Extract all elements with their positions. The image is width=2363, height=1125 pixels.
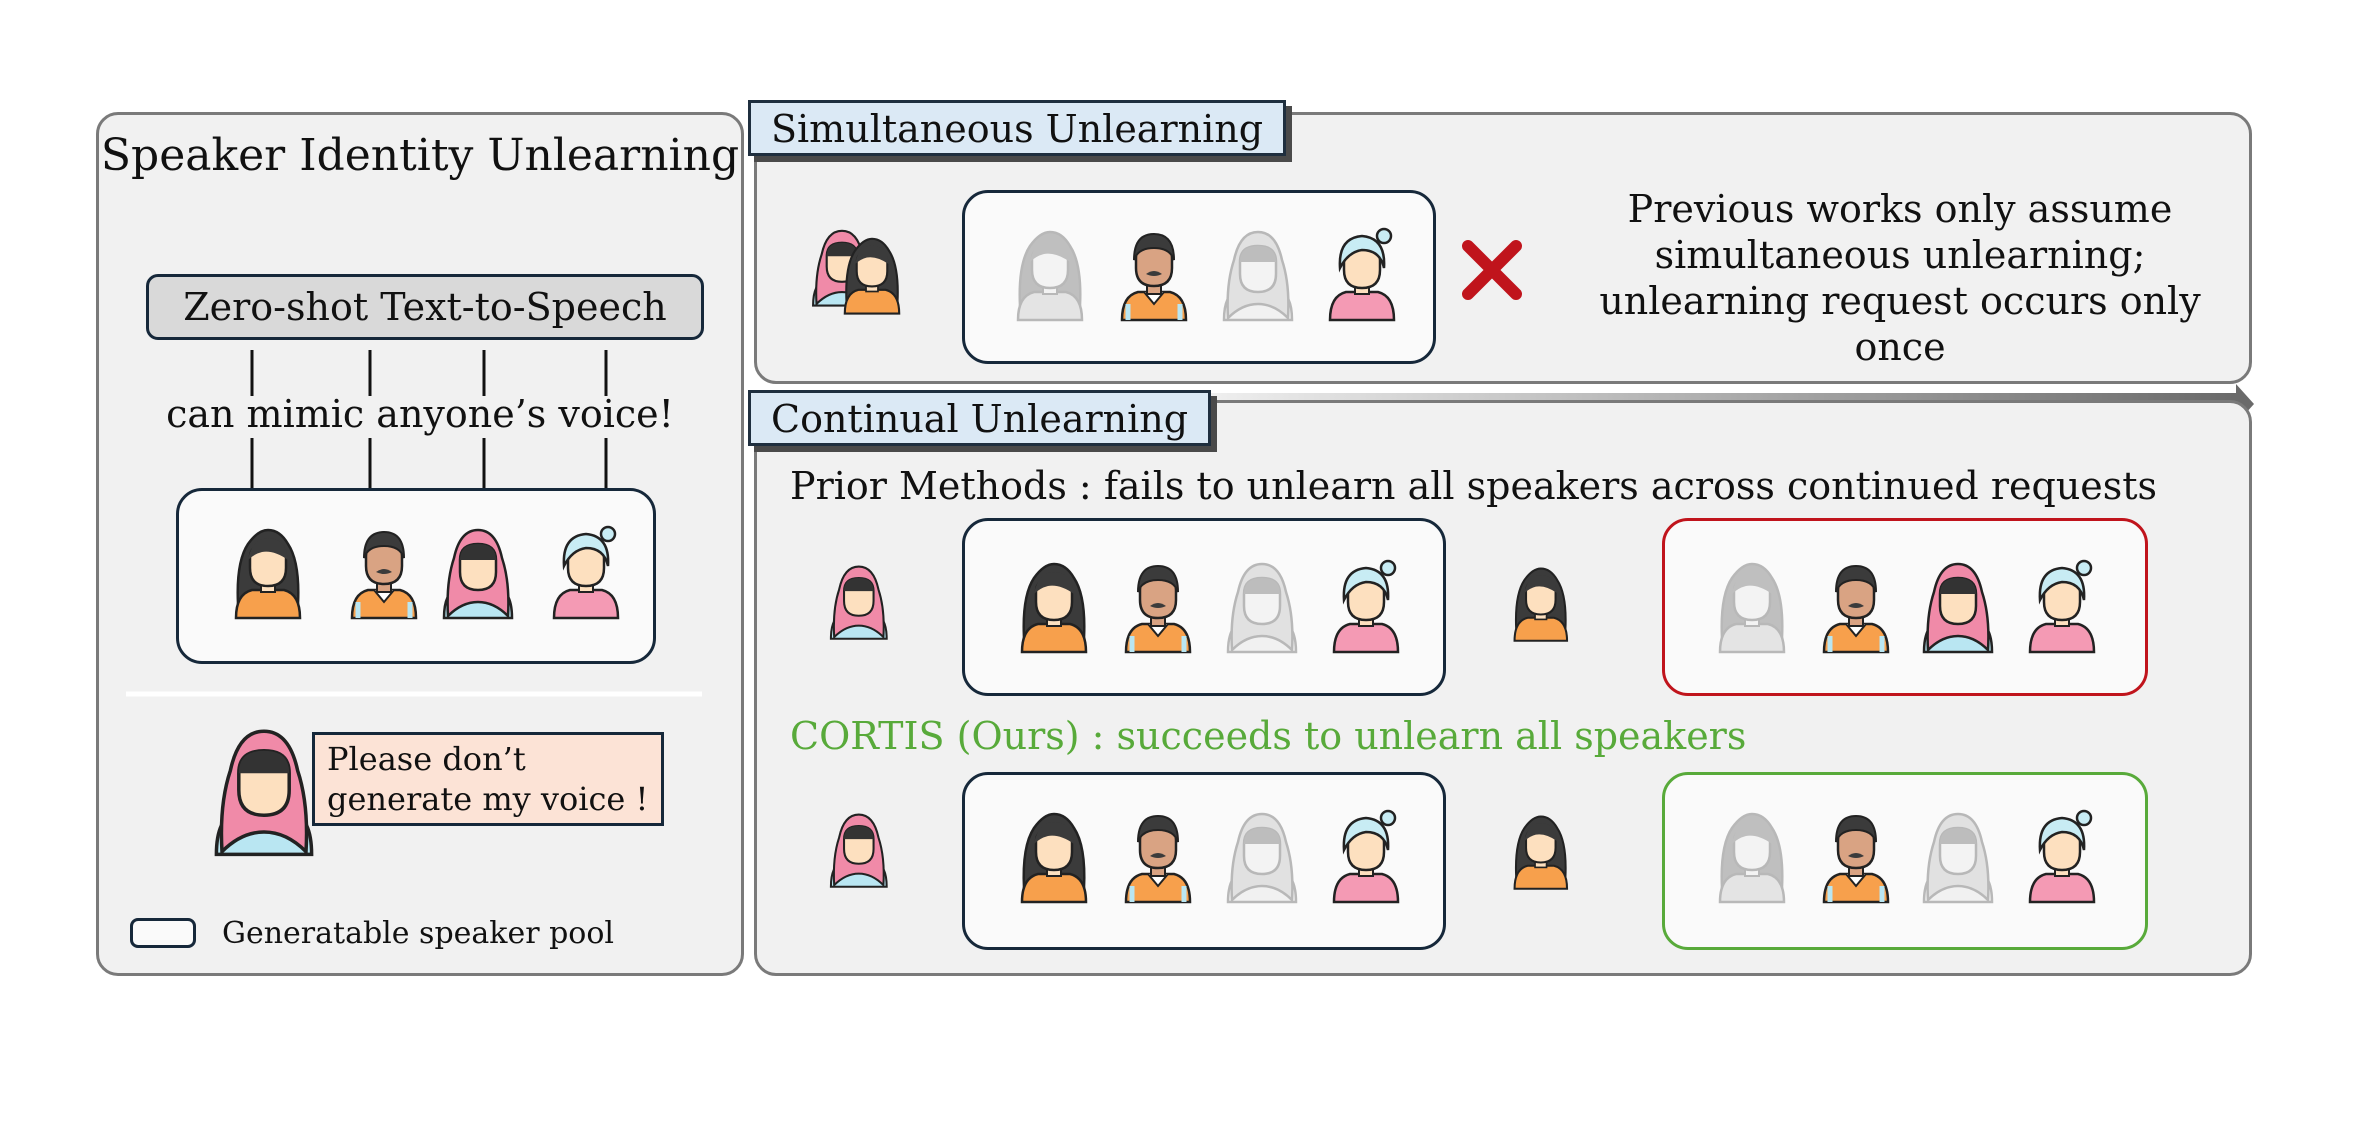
- hijab-speaker-icon: [1218, 224, 1298, 328]
- hijab-speaker-icon: [1918, 806, 1998, 910]
- unlearn-request-text: Please don’t generate my voice !: [327, 740, 649, 818]
- man-speaker-icon: [1118, 556, 1198, 660]
- woman-speaker-icon: [1712, 806, 1792, 910]
- girl-speaker-icon: [2022, 556, 2102, 660]
- simultaneous-label: Simultaneous Unlearning: [748, 100, 1287, 156]
- unlearn-request-bubble: Please don’t generate my voice !: [312, 732, 664, 826]
- hijab-speaker-icon: [1918, 556, 1998, 660]
- woman-speaker-icon: [1014, 556, 1094, 660]
- woman-speaker-icon: [1508, 562, 1574, 647]
- woman-speaker-icon: [228, 522, 308, 626]
- simultaneous-note-line3: unlearning request occurs only once: [1599, 279, 2201, 369]
- man-speaker-icon: [1114, 224, 1194, 328]
- prior-methods-caption: Prior Methods : fails to unlearn all spe…: [790, 464, 2158, 508]
- hijab-speaker-icon: [1222, 556, 1302, 660]
- girl-speaker-icon: [1322, 224, 1402, 328]
- simultaneous-note-line2: simultaneous unlearning;: [1654, 233, 2146, 277]
- simultaneous-note-line1: Previous works only assume: [1627, 187, 2173, 231]
- woman-speaker-icon: [1712, 556, 1792, 660]
- hijab-speaker-icon: [1222, 806, 1302, 910]
- cross-icon: [1462, 240, 1522, 300]
- woman-speaker-icon: [838, 232, 906, 320]
- woman-speaker-icon: [1010, 224, 1090, 328]
- tts-model-box: Zero-shot Text-to-Speech: [146, 274, 704, 340]
- girl-speaker-icon: [1326, 806, 1406, 910]
- hijab-speaker-icon: [208, 720, 320, 866]
- left-panel-title: Speaker Identity Unlearning: [100, 130, 740, 181]
- girl-speaker-icon: [1326, 556, 1406, 660]
- woman-speaker-icon: [1014, 806, 1094, 910]
- legend-pool-swatch: [130, 918, 196, 948]
- legend-label: Generatable speaker pool: [222, 916, 615, 951]
- hijab-speaker-icon: [826, 808, 892, 893]
- continual-label: Continual Unlearning: [748, 390, 1212, 446]
- simultaneous-note: Previous works only assume simultaneous …: [1560, 186, 2240, 370]
- hijab-speaker-icon: [826, 560, 892, 645]
- girl-speaker-icon: [2022, 806, 2102, 910]
- tts-model-label: Zero-shot Text-to-Speech: [183, 285, 667, 329]
- ours-caption: CORTIS (Ours) : succeeds to unlearn all …: [790, 714, 1747, 758]
- man-speaker-icon: [1118, 806, 1198, 910]
- girl-speaker-icon: [546, 522, 626, 626]
- hijab-speaker-icon: [438, 522, 518, 626]
- woman-speaker-icon: [1508, 810, 1574, 895]
- man-speaker-icon: [344, 522, 424, 626]
- man-speaker-icon: [1816, 806, 1896, 910]
- man-speaker-icon: [1816, 556, 1896, 660]
- mimic-text: can mimic anyone’s voice!: [166, 392, 674, 436]
